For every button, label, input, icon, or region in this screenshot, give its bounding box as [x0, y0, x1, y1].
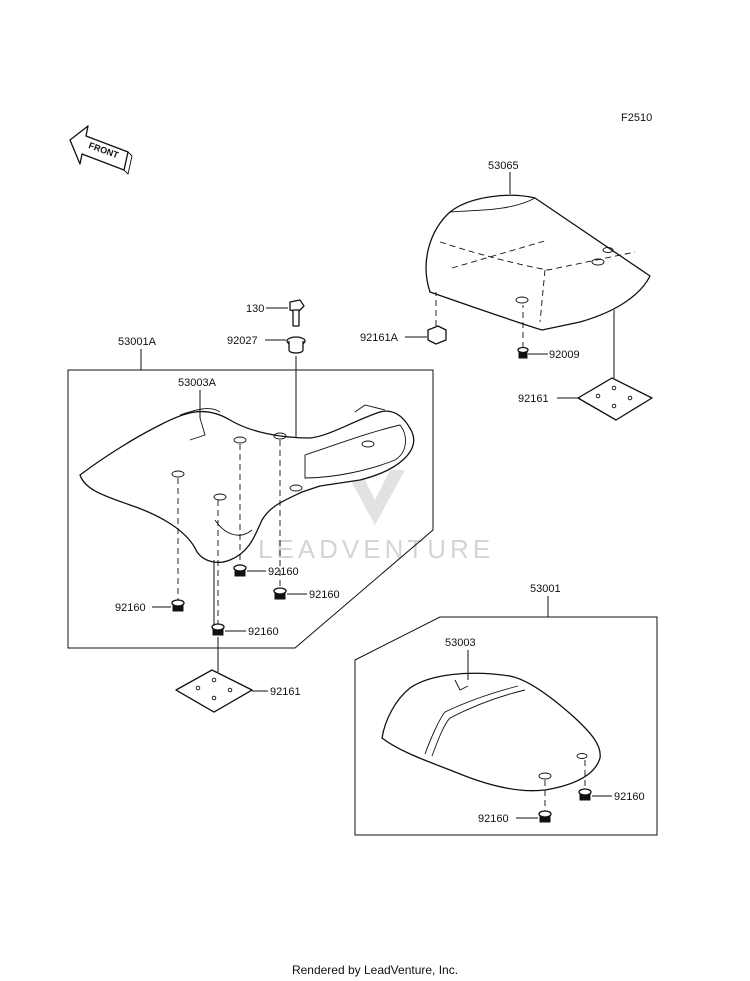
label-130: 130	[246, 303, 264, 315]
damper-92161A	[427, 325, 447, 345]
label-92160-e: 92160	[614, 791, 645, 803]
label-92160-f: 92160	[478, 813, 509, 825]
pad-92161-right	[577, 377, 653, 421]
seat-cover-53065	[425, 194, 651, 331]
label-92161A: 92161A	[360, 332, 399, 344]
label-92009: 92009	[549, 349, 580, 361]
group-box-53001	[354, 616, 658, 836]
label-53001A: 53001A	[118, 336, 157, 348]
grommet-92160-a	[233, 564, 247, 577]
screw-92009	[517, 346, 529, 359]
grommet-92160-e	[578, 788, 592, 801]
label-92161-right: 92161	[518, 393, 549, 405]
label-53065: 53065	[488, 160, 519, 172]
watermark-text: LEADVENTURE	[258, 534, 494, 564]
seat-53003A	[79, 404, 415, 563]
label-92160-d: 92160	[248, 626, 279, 638]
label-92160-c: 92160	[115, 602, 146, 614]
footer-credit: Rendered by LeadVenture, Inc.	[291, 963, 459, 977]
label-92027: 92027	[227, 335, 258, 347]
grommet-92160-f	[538, 810, 552, 823]
bolt-130	[289, 299, 305, 327]
grommet-92160-c	[171, 599, 185, 612]
pad-92161-left	[175, 669, 253, 713]
label-92161-left: 92161	[270, 686, 301, 698]
label-53001: 53001	[530, 583, 561, 595]
label-53003A: 53003A	[178, 377, 217, 389]
label-92160-a: 92160	[268, 566, 299, 578]
watermark-logo: LEADVENTURE	[258, 470, 494, 564]
grommet-92160-d	[211, 623, 225, 636]
seat-53003	[381, 672, 601, 792]
label-53003: 53003	[445, 637, 476, 649]
figure-code: F2510	[621, 112, 652, 124]
label-92160-b: 92160	[309, 589, 340, 601]
group-box-53001A	[67, 369, 434, 649]
grommet-92160-b	[273, 587, 287, 600]
front-arrow-icon: FRONT	[69, 125, 133, 175]
collar-92027	[286, 336, 306, 354]
